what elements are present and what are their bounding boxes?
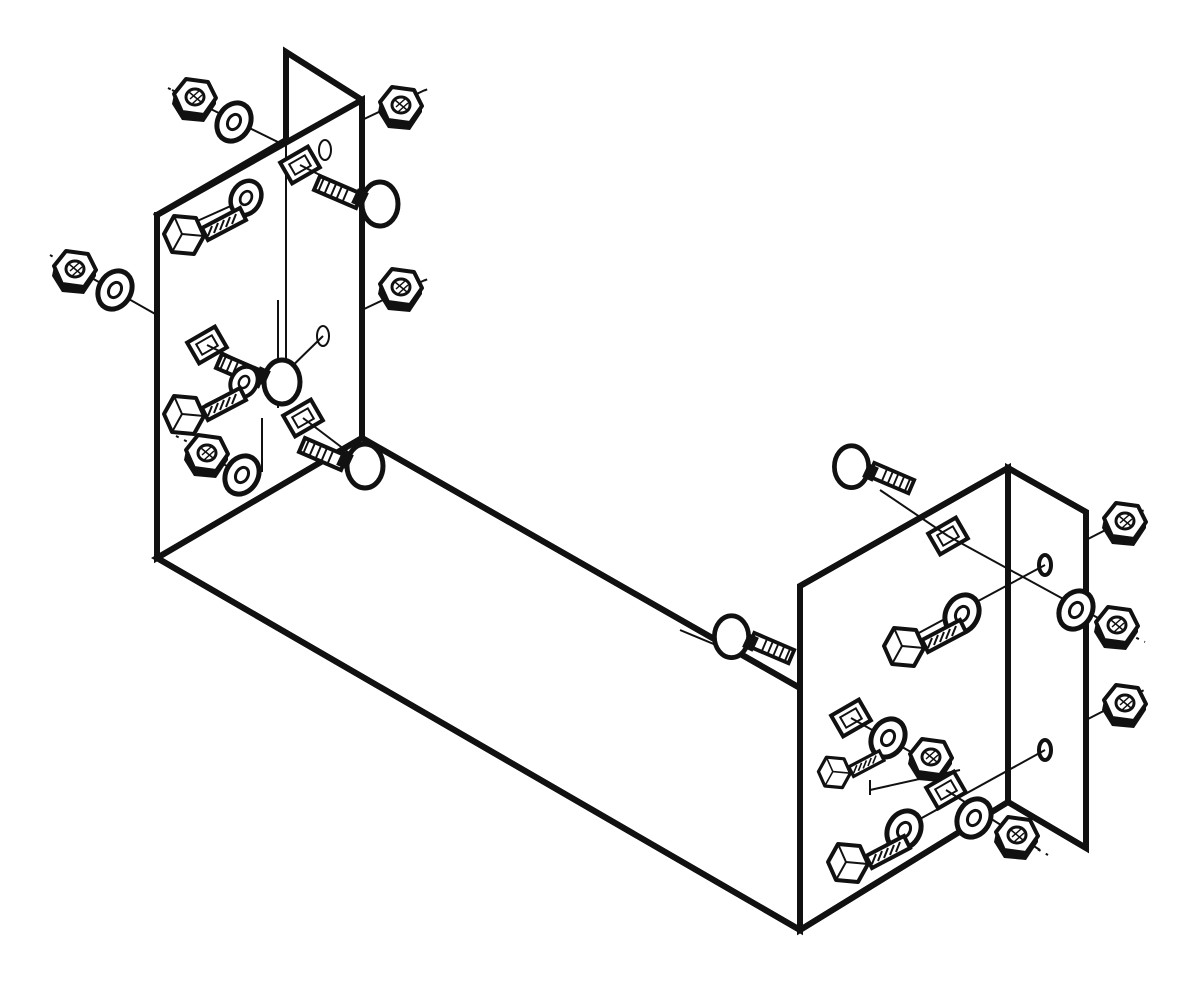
hex-nut-icon <box>50 249 98 296</box>
hex-nut-icon <box>992 815 1040 862</box>
carriage-bolt-icon <box>714 616 794 664</box>
hex-nut-icon <box>1100 501 1148 548</box>
carriage-bolt-icon <box>834 446 914 494</box>
hex-nut-icon <box>1100 683 1148 730</box>
hex-nut-icon <box>1092 605 1140 652</box>
outer-silhouette <box>152 46 1089 934</box>
washer-icon <box>210 97 258 148</box>
right-back-flange <box>1005 462 1089 854</box>
round-hole <box>318 139 332 161</box>
hex-nut-icon <box>376 85 424 132</box>
washer-icon <box>91 265 139 316</box>
hex-nut-icon <box>170 77 218 124</box>
hex-nut-icon <box>376 267 424 314</box>
bottom-floor <box>151 434 803 936</box>
